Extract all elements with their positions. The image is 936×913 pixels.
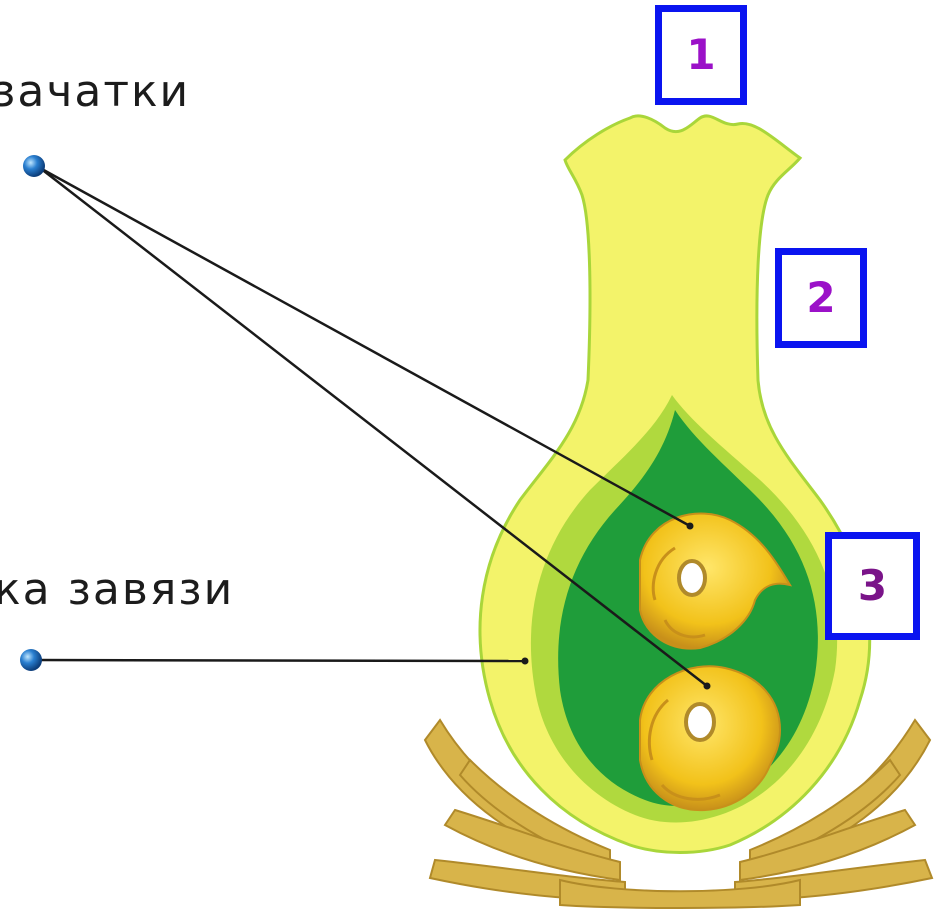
sepals xyxy=(423,718,934,909)
pointer-line-ovary-wall xyxy=(34,658,526,663)
caption-ovules: зачатки xyxy=(0,66,191,117)
marker-box-2[interactable]: 2 xyxy=(775,248,867,348)
marker-label-3: 3 xyxy=(857,561,888,610)
marker-box-1[interactable]: 1 xyxy=(655,5,747,105)
pointer-lines xyxy=(34,166,708,687)
pointer-line-ovule-lower xyxy=(39,167,708,687)
pointer-end-lower xyxy=(703,682,711,690)
marker-label-2: 2 xyxy=(806,273,836,322)
marker-box-3[interactable]: 3 xyxy=(825,532,920,640)
ovule-upper xyxy=(639,512,793,650)
ovule-lower xyxy=(639,665,782,812)
pointer-end-wall xyxy=(521,657,529,665)
caption-ovary-wall: ка завязи xyxy=(0,564,235,615)
pointer-endpoints xyxy=(521,522,711,690)
pointer-line-ovule-upper xyxy=(39,166,691,528)
pointer-dot-ovules[interactable] xyxy=(23,155,45,177)
pointer-end-upper xyxy=(686,522,694,530)
marker-label-1: 1 xyxy=(686,30,716,79)
pointer-dot-ovary-wall[interactable] xyxy=(20,649,42,671)
